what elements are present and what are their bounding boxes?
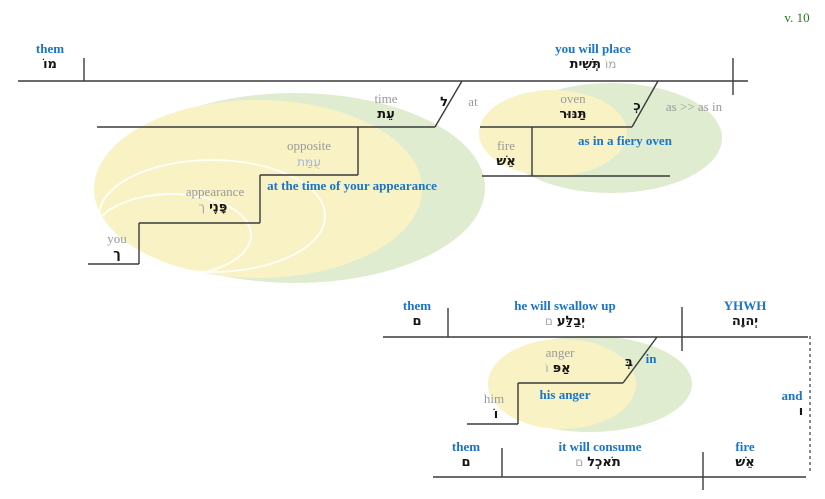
gloss-them-1: them [35,41,65,56]
gloss-he-will-swallow-up: he will swallow up [514,298,616,313]
hebrew-prep-bet: בְּ [625,355,633,370]
phrase-gloss-fiery-oven: as in a fiery oven [578,133,672,148]
hebrew-them-3: ם [461,455,471,470]
gloss-you-will-place: you will place [555,41,631,56]
gloss-yhwh: YHWH [723,298,767,313]
gloss-opposite: opposite [286,138,332,153]
phrase-gloss-time-of-appearance: at the time of your appearance [267,178,437,193]
gloss-in: in [645,351,657,366]
hebrew-appearance-stem: פָּנֶי [209,200,228,215]
gloss-them-3: them [451,439,481,454]
gloss-time: time [374,91,398,106]
hebrew-yhwh: יְהוָה [731,314,759,329]
gloss-appearance: appearance [185,184,245,199]
hebrew-anger-stem: אַפּ [552,361,571,376]
gloss-and: and [781,388,803,403]
gloss-them-2: them [402,298,432,313]
hebrew-prep-lamed: ל [440,95,448,110]
hebrew-them-2: ם [412,314,422,329]
hebrew-opposite: עֻמַּת [297,155,321,169]
verse-reference: v. 10 [784,10,810,25]
gloss-it-will-consume: it will consume [558,439,642,454]
gloss-fire-3: fire [735,439,755,454]
gloss-anger: anger [545,345,575,360]
hebrew-anger: וֹאַפּ [543,361,572,376]
gloss-fire-1: fire [496,138,516,153]
you-suffix-ring [92,193,252,277]
oven-phrase-inner-ellipse [479,90,627,176]
hebrew-verb1-suffix: מוֹ [605,57,617,71]
hebrew-fire-3: אֵשׁ [735,455,755,470]
gloss-oven: oven [560,91,586,106]
hebrew-appearance-suffix: ך [198,200,206,214]
hebrew-verb1-stem: תְּשִׁית [569,57,602,72]
anger-phrase-inner-ellipse [488,339,636,429]
hebrew-them-1: מוֹ [43,57,57,72]
hebrew-verb2-suffix: ם [544,314,553,328]
hebrew-time: עֵת [377,107,395,122]
hebrew-verb2-stem: יְבַלַּע [556,314,586,329]
hebrew-fire-1: אֵשׁ [496,154,516,169]
hebrew-and: ו [798,404,804,419]
hebrew-you: ך [113,247,121,262]
hebrew-anger-suffix: וֹ [545,361,549,375]
hebrew-prep-kaf: כְ [633,99,641,114]
hebrew-oven: תַּנּוּר [559,107,587,122]
gloss-him: him [483,391,505,406]
hebrew-him: וֹ [493,407,499,422]
gloss-you: you [107,231,127,246]
solid-baselines-and-dividers [18,58,808,490]
hebrew-verb3-suffix: ם [575,455,584,469]
gloss-as-as-in: as >> as in [665,99,723,114]
phrase-gloss-his-anger: his anger [539,387,591,402]
gloss-at: at [468,94,478,109]
hebrew-verb3-stem: תֹאכְל [587,455,621,470]
